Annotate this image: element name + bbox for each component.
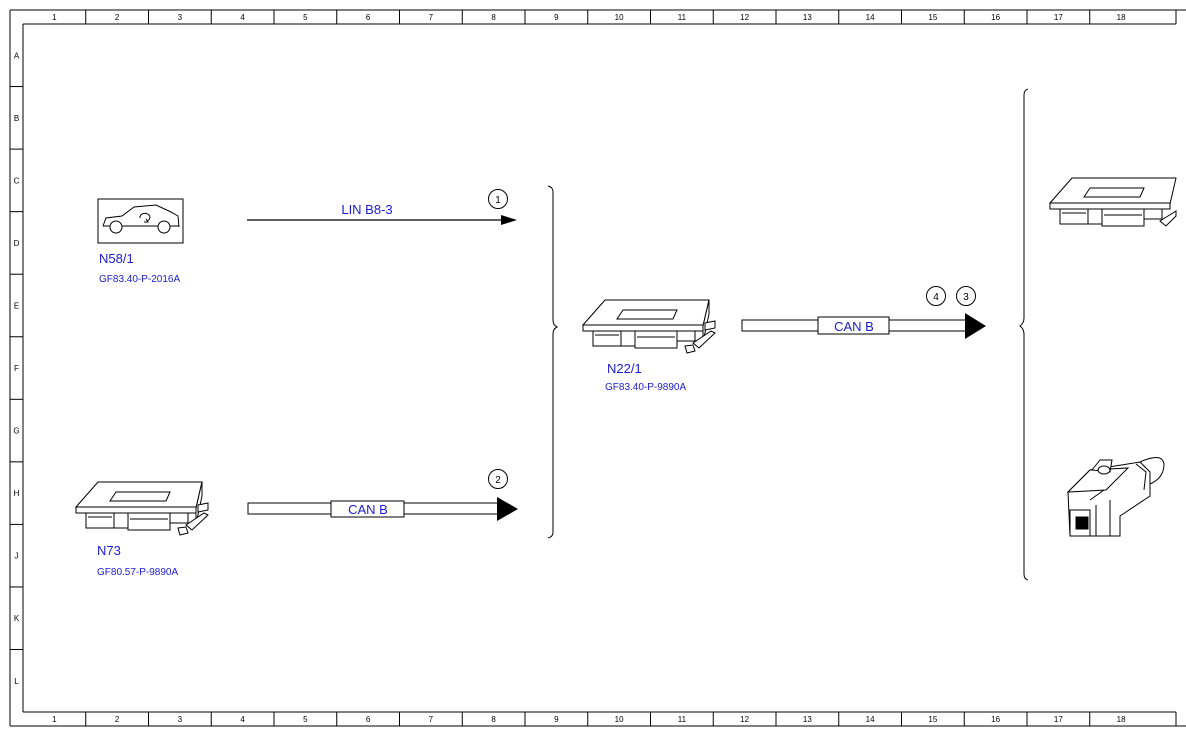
reference-marker-2	[488, 469, 508, 489]
reference-marker-2-label: 2	[495, 475, 501, 486]
grid-column-number: 17	[1054, 715, 1063, 724]
lin-b8-3-label: LIN B8-3	[341, 202, 392, 217]
reference-marker-3	[956, 286, 976, 306]
can-b-label-out: CAN B	[834, 319, 874, 334]
grid-row-letter: A	[14, 51, 20, 60]
grid-column-number: 17	[1054, 13, 1063, 22]
grid-column-number: 3	[178, 13, 183, 22]
n22-1-component[interactable]: N22/1 GF83.40-P-9890A	[581, 299, 716, 393]
grid-row-letter: E	[14, 301, 19, 310]
arrow-right-icon	[501, 215, 517, 225]
reference-marker-3-label: 3	[963, 292, 969, 303]
grid-column-number: 18	[1117, 715, 1126, 724]
grid-column-number: 1	[52, 13, 57, 22]
grid-row-letter: D	[14, 239, 20, 248]
grid-column-number: 11	[678, 715, 687, 724]
grid-column-number: 2	[115, 13, 120, 22]
n58-1-component[interactable]: N58/1 GF83.40-P-2016A	[97, 198, 184, 285]
n58-1-reference[interactable]: GF83.40-P-2016A	[99, 274, 180, 285]
reference-marker-4-label: 4	[933, 292, 939, 303]
connector-plug-icon	[1066, 457, 1165, 537]
control-unit-icon	[581, 299, 716, 354]
n22-1-label: N22/1	[607, 361, 642, 376]
control-unit-right[interactable]	[1048, 177, 1177, 227]
reference-marker-1	[488, 189, 508, 209]
lin-b8-3-connection: LIN B8-3 1	[247, 189, 517, 225]
grid-column-number: 16	[991, 715, 1000, 724]
sheet-frame	[9, 9, 1186, 727]
control-unit-icon	[1048, 177, 1177, 227]
grid-column-number: 2	[115, 715, 120, 724]
grid-column-number: 6	[366, 13, 371, 22]
electrical-connector-right[interactable]	[1066, 457, 1165, 537]
grid-row-letter: B	[14, 114, 19, 123]
grid-column-number: 4	[240, 715, 245, 724]
grid-column-number: 8	[491, 715, 496, 724]
grid-column-number: 5	[303, 715, 308, 724]
reference-marker-4	[926, 286, 946, 306]
arrow-right-icon	[965, 313, 986, 339]
reference-marker-1-label: 1	[495, 195, 501, 206]
grid-column-number: 16	[991, 13, 1000, 22]
grid-column-number: 6	[366, 715, 371, 724]
grid-column-number: 10	[615, 13, 624, 22]
grid-column-number: 13	[803, 715, 812, 724]
grid-column-number: 15	[928, 715, 937, 724]
grouping-brace-right	[1019, 88, 1029, 581]
grid-row-letter: K	[14, 614, 20, 623]
n22-1-reference[interactable]: GF83.40-P-9890A	[605, 382, 686, 393]
grid-row-letter: C	[14, 176, 20, 185]
grid-column-number: 9	[554, 13, 559, 22]
n73-label: N73	[97, 543, 121, 558]
grid-column-number: 7	[429, 13, 434, 22]
grid-column-number: 18	[1117, 13, 1126, 22]
n73-reference[interactable]: GF80.57-P-9890A	[97, 567, 178, 578]
n58-1-label: N58/1	[99, 251, 134, 266]
grid-column-number: 15	[928, 13, 937, 22]
grid-column-number: 8	[491, 13, 496, 22]
control-unit-icon	[74, 481, 209, 536]
grid-column-number: 1	[52, 715, 57, 724]
grid-column-number: 10	[615, 715, 624, 724]
grid-row-letter: H	[14, 489, 20, 498]
grid-column-number: 12	[740, 715, 749, 724]
grid-column-number: 14	[866, 13, 875, 22]
grid-column-number: 14	[866, 715, 875, 724]
can-b-connection-n73: CAN B 2	[247, 469, 518, 521]
grid-row-letter: G	[13, 427, 19, 436]
grid-column-number: 9	[554, 715, 559, 724]
grid-column-number: 3	[178, 715, 183, 724]
grid-column-number: 5	[303, 13, 308, 22]
can-b-connection-out: CAN B 4 3	[741, 286, 986, 339]
grid-column-number: 13	[803, 13, 812, 22]
grouping-brace-left	[547, 185, 559, 539]
grid-column-number: 12	[740, 13, 749, 22]
grid-column-number: 4	[240, 13, 245, 22]
grid-column-number: 11	[678, 13, 687, 22]
grid-row-ruler: A B C D E F G H J K L	[10, 51, 23, 686]
grid-row-letter: J	[15, 552, 19, 561]
grid-row-letter: L	[14, 677, 19, 686]
car-climate-icon	[97, 198, 184, 244]
n73-component[interactable]: N73 GF80.57-P-9890A	[74, 481, 209, 578]
grid-column-number: 7	[429, 715, 434, 724]
can-b-label-n73: CAN B	[348, 502, 388, 517]
grid-row-letter: F	[14, 364, 19, 373]
arrow-right-icon	[497, 497, 518, 521]
